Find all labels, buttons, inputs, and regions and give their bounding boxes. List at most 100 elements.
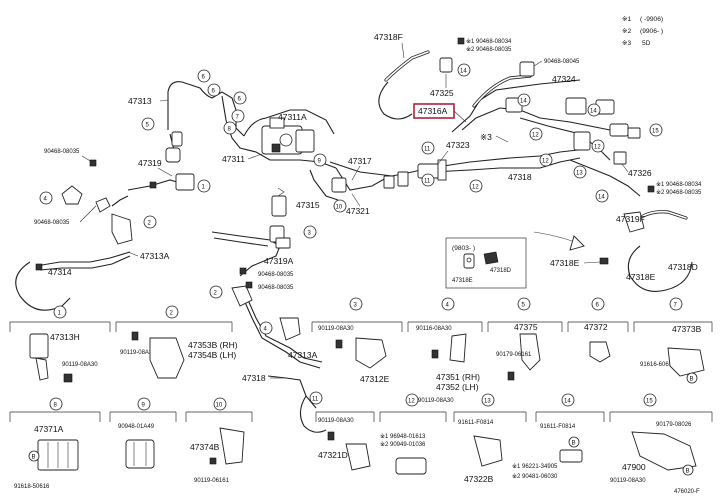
callout-11-a: 11 [421, 141, 435, 155]
label-47311A: 47311A [278, 112, 307, 122]
callout-5: 5 [141, 117, 155, 131]
svg-text:11: 11 [424, 179, 431, 185]
detail-14-sym-2: ※2 [512, 473, 521, 480]
legend-sym-1: ※1 [622, 16, 632, 23]
callout-7: 7 [231, 109, 245, 123]
label-47313A-b: 47313A [288, 350, 318, 360]
label-47319F: 47319F [616, 214, 645, 224]
detail-13: 13 91611-F0814 47322B [458, 393, 503, 484]
detail-14-sym-1: ※1 [512, 463, 521, 470]
detail-13-part-b: 47322B [464, 474, 494, 484]
label-90468-08035c: 90468-08035 [44, 149, 80, 155]
callout-8: 8 [223, 121, 237, 135]
svg-text:9: 9 [318, 159, 322, 165]
detail-7: 7 47373B 91616-60616 B [640, 297, 705, 384]
svg-text:3: 3 [308, 231, 312, 237]
label-90468-08034b: 90468-08034 [666, 182, 702, 188]
detail-3-part-a: 90119-08A30 [318, 326, 354, 332]
label-f2b: ※2 [656, 189, 665, 196]
callout-10: 10 [333, 199, 347, 213]
svg-text:B: B [572, 441, 576, 447]
label-47323: 47323 [446, 140, 470, 150]
detail-12-part-a: 96948-01613 [390, 434, 426, 440]
svg-text:14: 14 [520, 99, 527, 105]
label-f1b: ※1 [656, 181, 665, 188]
label-47314: 47314 [48, 267, 72, 277]
svg-text:12: 12 [542, 159, 549, 165]
detail-4-part-c: 47352 (LH) [436, 382, 479, 392]
detail-2-part-c: 47354B (LH) [188, 350, 236, 360]
svg-text:8: 8 [228, 127, 232, 133]
label-f3: ※3 [480, 132, 492, 142]
callout-1-a: 1 [197, 179, 211, 193]
svg-text:11: 11 [424, 147, 431, 153]
detail-9: 9 90948-01A49 [118, 397, 155, 469]
detail-4-part-d: 90119-08A30 [418, 398, 454, 404]
detail-5-part-a: 47375 [514, 322, 538, 332]
svg-text:14: 14 [564, 399, 571, 405]
callout-9: 9 [313, 153, 327, 167]
callout-15: 15 [649, 123, 663, 137]
label-47321: 47321 [346, 206, 370, 216]
detail-2: 2 90119-08A30 47353B (RH) 47354B (LH) [120, 305, 238, 379]
detail-15: 15 90179-08026 47900 B 90119-08A30 47602… [610, 393, 700, 495]
inset-47318E: 47318E [452, 278, 473, 284]
callout-4-b: 4 [259, 321, 273, 335]
detail-9-part-a: 90948-01A49 [118, 424, 155, 430]
svg-text:5: 5 [522, 303, 526, 309]
svg-text:B: B [32, 455, 36, 461]
detail-10: 10 47374B 90119-06161 [190, 397, 245, 484]
detail-4-part-a: 90116-08A30 [416, 326, 452, 332]
callout-12-b: 12 [539, 153, 553, 167]
label-47318F: 47318F [374, 32, 403, 42]
detail-5: 5 47375 90179-06161 [496, 297, 541, 381]
svg-text:1: 1 [58, 311, 62, 317]
callout-6-b: 6 [207, 83, 221, 97]
label-47315: 47315 [296, 200, 320, 210]
legend: ※1 ( -9906) ※2 (9906- ) ※3 5D [622, 16, 663, 47]
detail-1-part-b: 90119-08A30 [62, 362, 98, 368]
callout-6-a: 6 [197, 69, 211, 83]
detail-12: 12 ※1 96948-01613 ※2 90949-01036 [380, 393, 427, 475]
callout-14-b: 14 [517, 93, 531, 107]
svg-text:12: 12 [408, 399, 415, 405]
label-f2: ※2 [466, 46, 475, 53]
label-47318E-b: 47318E [626, 272, 656, 282]
svg-text:B: B [690, 377, 694, 383]
svg-text:4: 4 [264, 327, 268, 333]
detail-14-part-b: 96221-34905 [522, 464, 558, 470]
detail-15-part-b: 47900 [622, 462, 646, 472]
label-90468-08035b: 90468-08035 [666, 190, 702, 196]
callout-6-c: 6 [233, 91, 247, 105]
inset-47318D: 47318D [490, 268, 512, 274]
detail-4-part-b: 47351 (RH) [436, 372, 480, 382]
label-47313A: 47313A [140, 251, 170, 261]
svg-text:14: 14 [590, 109, 597, 115]
svg-text:15: 15 [646, 399, 653, 405]
detail-12-sym-1: ※1 [380, 433, 389, 440]
detail-1: 1 47313H 90119-08A30 [29, 305, 98, 383]
detail-12-part-b: 90949-01036 [390, 442, 426, 448]
inset-range: (9803- ) [452, 245, 475, 252]
detail-11-part-b: 47321D [318, 450, 348, 460]
callout-12-a: 12 [469, 179, 483, 193]
callout-12-d: 12 [591, 139, 605, 153]
inset-box: (9803- ) 47318E 47318D [445, 231, 585, 289]
detail-11-part-a: 90119-08A30 [318, 418, 354, 424]
detail-14-part-a: 91611-F0814 [540, 424, 576, 430]
legend-sym-2: ※2 [622, 28, 632, 35]
detail-13-part-a: 91611-F0814 [458, 420, 494, 426]
svg-text:6: 6 [212, 89, 216, 95]
legend-sym-3: ※3 [622, 40, 632, 47]
detail-6-part-a: 47372 [584, 322, 608, 332]
callout-4-a: 4 [39, 191, 53, 205]
svg-text:14: 14 [598, 195, 605, 201]
label-47311: 47311 [222, 154, 245, 164]
main-callouts: 6 6 6 5 8 7 9 10 1 4 2 3 2 4 11 11 12 12… [39, 63, 663, 405]
top-labels: 47318F ※1 90468-08034 ※2 90468-08035 904… [34, 32, 702, 383]
detail-8: 8 47371A B 91618-50616 [14, 397, 79, 490]
label-47326: 47326 [628, 168, 652, 178]
label-90468-08035e: 90468-08035 [258, 272, 294, 278]
detail-15-part-c: 90119-08A30 [610, 478, 646, 484]
label-47316A[interactable]: 47316A [418, 106, 448, 116]
